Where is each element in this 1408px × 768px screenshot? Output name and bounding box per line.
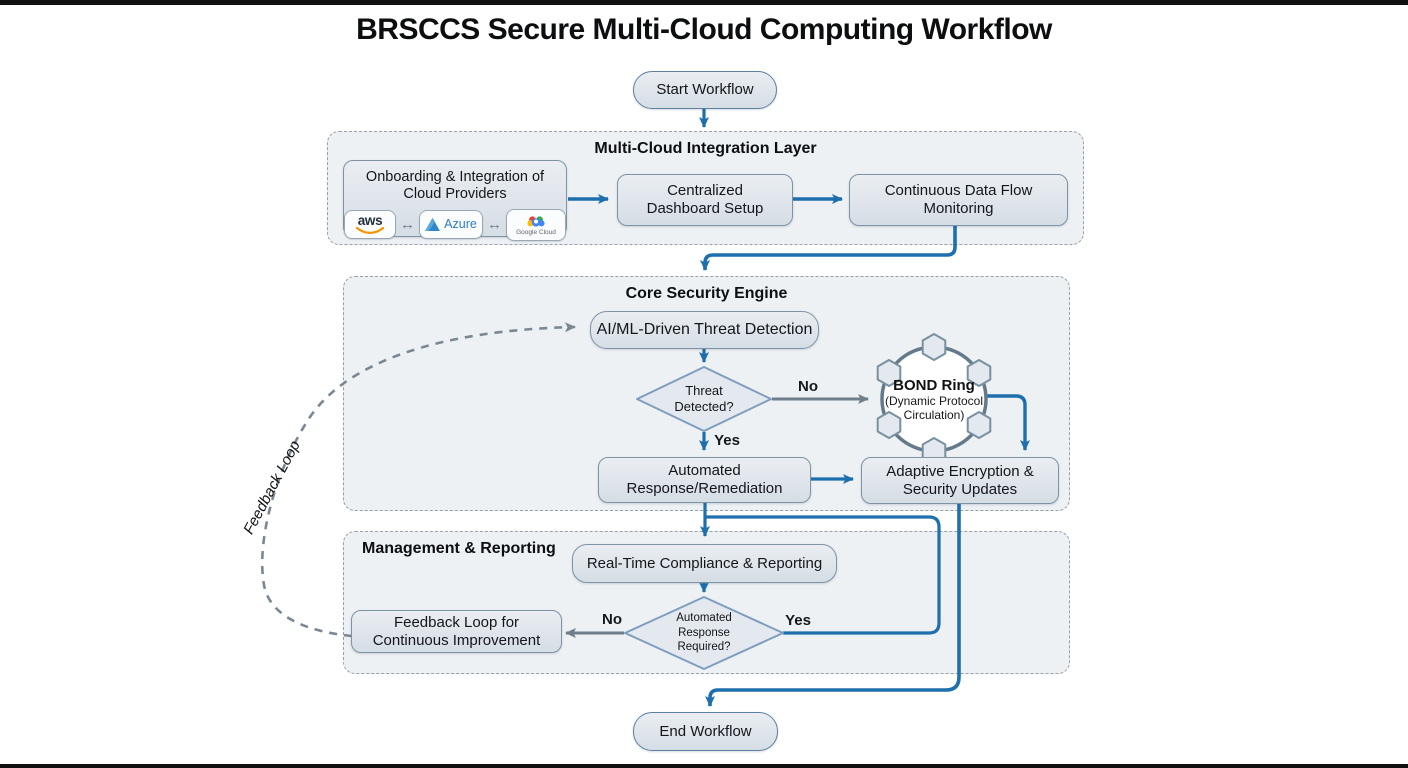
aws-logo: aws — [344, 210, 396, 240]
bond-ring-label: BOND Ring (Dynamic Protocol Circulation) — [869, 377, 999, 422]
core-security-title: Core Security Engine — [625, 285, 788, 302]
google-cloud-logo-text: Google Cloud — [516, 228, 556, 236]
bond-ring-title: BOND Ring — [893, 377, 975, 394]
node-centralized-dashboard: Centralized Dashboard Setup — [617, 174, 793, 226]
google-cloud-logo: Google Cloud — [506, 208, 566, 241]
node-data-flow-monitoring: Continuous Data Flow Monitoring — [849, 174, 1068, 226]
decision-threat-label: Threat Detected? — [674, 383, 734, 414]
node-feedback-loop: Feedback Loop for Continuous Improvement — [351, 610, 562, 653]
onboarding-label: Onboarding & Integration of Cloud Provid… — [365, 169, 545, 203]
edge-label-threat-yes: Yes — [714, 432, 740, 449]
aws-smile-icon — [355, 226, 385, 234]
decision-response-label: Automated Response Required? — [676, 612, 732, 653]
sync-arrow-icon: ↔ — [487, 215, 502, 233]
google-cloud-icon — [527, 216, 545, 227]
edge-label-response-no: No — [602, 611, 622, 628]
edge-label-response-yes: Yes — [785, 612, 811, 629]
node-end: End Workflow — [633, 712, 778, 751]
node-adaptive-encryption: Adaptive Encryption & Security Updates — [861, 457, 1059, 504]
azure-triangle-icon — [425, 218, 441, 232]
azure-logo-text: Azure — [444, 217, 477, 232]
node-automated-response: Automated Response/Remediation — [598, 457, 811, 503]
azure-logo: Azure — [419, 210, 483, 240]
aws-logo-text: aws — [357, 212, 383, 228]
diagram-title: BRSCCS Secure Multi-Cloud Computing Work… — [356, 13, 1052, 46]
edge-label-threat-no: No — [798, 378, 818, 395]
node-aiml-threat-detection: AI/ML-Driven Threat Detection — [590, 311, 819, 349]
bottom-border-bar — [0, 764, 1408, 768]
node-start: Start Workflow — [633, 71, 777, 109]
cloud-provider-logos: aws ↔ Azure ↔ — [344, 208, 566, 241]
node-onboarding: Onboarding & Integration of Cloud Provid… — [343, 160, 567, 241]
integration-layer-title: Multi-Cloud Integration Layer — [594, 140, 817, 157]
bond-ring-subtitle: (Dynamic Protocol Circulation) — [884, 394, 984, 422]
edge-label-feedback-loop: Feedback Loop — [240, 437, 304, 538]
node-realtime-compliance: Real-Time Compliance & Reporting — [572, 544, 837, 583]
sync-arrow-icon: ↔ — [400, 215, 415, 233]
top-border-bar — [0, 0, 1408, 5]
